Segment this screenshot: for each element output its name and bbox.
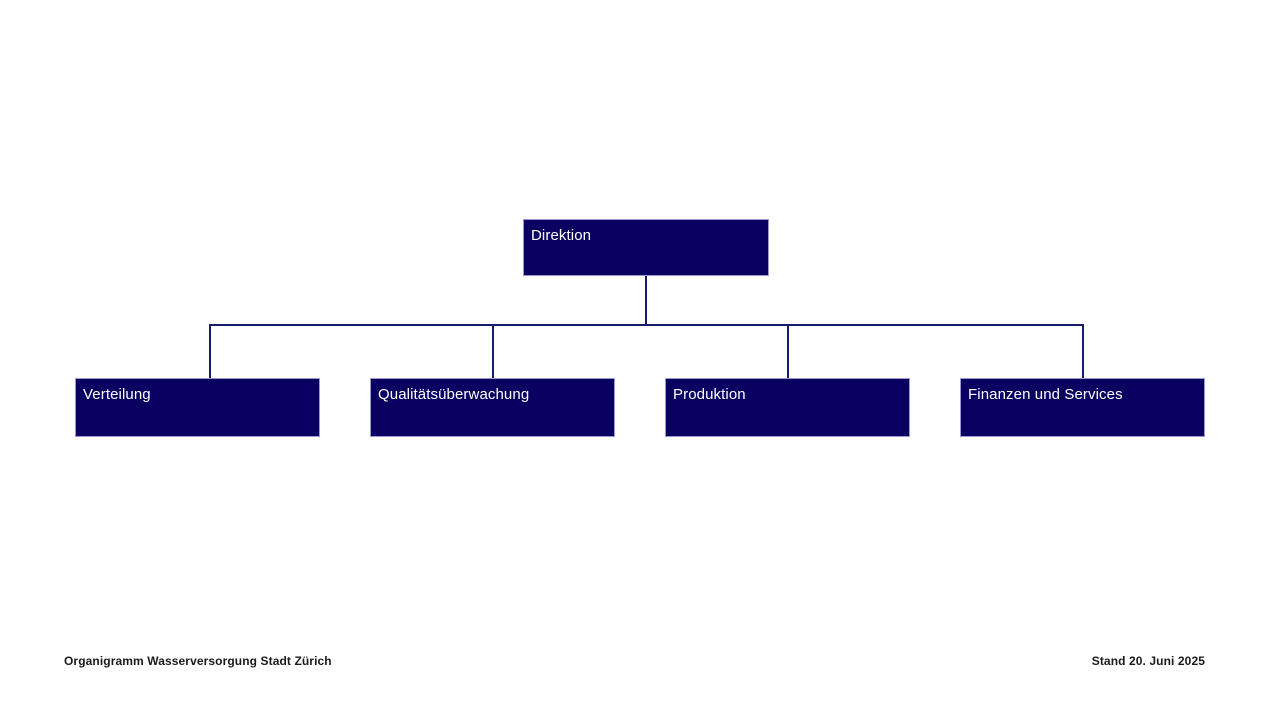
connector-drop-verteilung <box>209 324 211 378</box>
org-node-finanzen-und-services[interactable]: Finanzen und Services <box>960 378 1205 437</box>
footer-caption: Organigramm Wasserversorgung Stadt Züric… <box>64 654 332 668</box>
org-node-produktion[interactable]: Produktion <box>665 378 910 437</box>
connector-drop-finanzen-und-services <box>1082 324 1084 378</box>
connector-horizontal-bus <box>209 324 1084 326</box>
org-node-verteilung[interactable]: Verteilung <box>75 378 320 437</box>
connector-drop-qualitaetsueberwachung <box>492 324 494 378</box>
org-node-direktion[interactable]: Direktion <box>523 219 769 276</box>
connector-drop-produktion <box>787 324 789 378</box>
connector-trunk-direktion <box>645 276 647 326</box>
footer-date: Stand 20. Juni 2025 <box>1091 654 1205 668</box>
org-node-qualitaetsueberwachung[interactable]: Qualitätsüberwachung <box>370 378 615 437</box>
